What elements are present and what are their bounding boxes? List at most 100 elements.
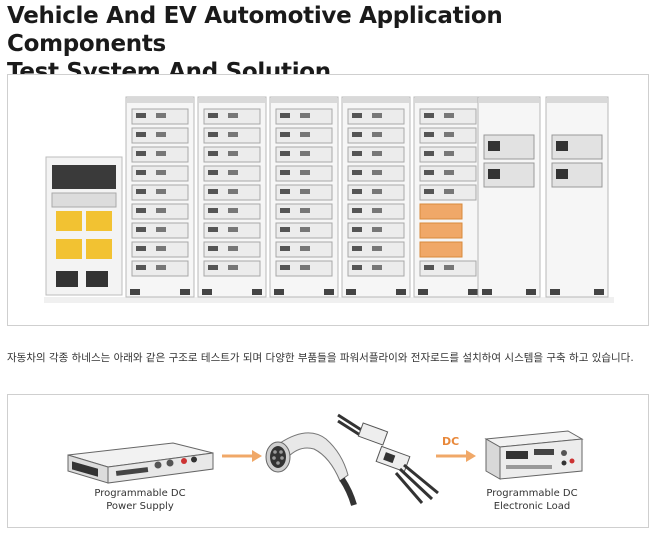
rack-unit-display	[280, 189, 290, 194]
rack-unit-display	[300, 170, 310, 175]
rack-unit-display	[352, 265, 362, 270]
rack-unit-display	[208, 208, 218, 213]
power-supply-label-line2: Power Supply	[106, 501, 174, 512]
rack-unit-display	[300, 265, 310, 270]
rack-foot	[468, 289, 478, 295]
rack-unit-display	[228, 113, 238, 118]
rack-unit-display	[300, 246, 310, 251]
rack-cabinet-top	[199, 97, 265, 103]
rack-unit-display	[352, 208, 362, 213]
rack-unit-display	[424, 151, 434, 156]
rack-unit-display	[444, 170, 454, 175]
electronic-load-label-line1: Programmable DC	[486, 488, 578, 499]
small-cabinet-module	[56, 211, 82, 231]
rack-unit-display	[424, 132, 434, 137]
rack-unit-display	[156, 170, 166, 175]
rack-unit-display	[372, 246, 382, 251]
rack-unit-display	[136, 227, 146, 232]
rack-unit-display	[444, 151, 454, 156]
rack-unit-display	[352, 189, 362, 194]
rack-unit-display	[156, 246, 166, 251]
rack-load-module	[419, 222, 463, 239]
rack-unit-display	[280, 265, 290, 270]
rack-cabinet-top	[479, 97, 539, 103]
rack-unit-display	[444, 189, 454, 194]
power-supply-label: Programmable DC Power Supply	[70, 487, 210, 513]
rack-unit-display	[208, 246, 218, 251]
rack-unit-display	[136, 170, 146, 175]
rack-unit-display	[136, 151, 146, 156]
rack-unit-display	[208, 170, 218, 175]
rack-unit-display	[444, 265, 454, 270]
rack-unit-display	[300, 113, 310, 118]
small-cabinet-panel	[51, 192, 117, 208]
rack-unit-display	[280, 132, 290, 137]
page-title-line1: Vehicle And EV Automotive Application Co…	[7, 3, 503, 57]
rack-unit-display	[372, 265, 382, 270]
small-cabinet-module	[56, 239, 82, 259]
rack-unit-display	[300, 208, 310, 213]
rack-unit-display	[156, 265, 166, 270]
rack-foot	[482, 289, 492, 295]
electronic-load-device-icon	[484, 430, 584, 480]
rack-unit-display	[372, 151, 382, 156]
small-cabinet-module	[86, 211, 112, 231]
rack-unit-display	[280, 113, 290, 118]
rack-unit-display	[136, 265, 146, 270]
small-cabinet-monitor	[52, 165, 116, 189]
rack-unit-display	[300, 227, 310, 232]
rack-foot	[418, 289, 428, 295]
rack-unit-display	[228, 189, 238, 194]
rack-unit-display	[424, 113, 434, 118]
rack-unit-display	[352, 151, 362, 156]
rack-unit-display	[352, 227, 362, 232]
rack-unit-display	[280, 246, 290, 251]
rack-unit-display	[228, 227, 238, 232]
power-supply-label-line1: Programmable DC	[94, 488, 186, 499]
flow-arrow-2	[436, 450, 476, 462]
small-cabinet-outlet	[56, 271, 78, 287]
rack-large-unit-display	[488, 141, 500, 151]
rack-unit-display	[228, 208, 238, 213]
rack-unit-display	[136, 246, 146, 251]
rack-unit-display	[228, 151, 238, 156]
rack-unit-display	[280, 151, 290, 156]
rack-unit-display	[372, 208, 382, 213]
rack-unit-display	[208, 113, 218, 118]
rack-unit-display	[136, 208, 146, 213]
rack-unit-display	[156, 132, 166, 137]
ev-connector-icon	[265, 432, 357, 506]
rack-unit-display	[300, 151, 310, 156]
rack-cabinet-top	[415, 97, 481, 103]
rack-cabinet-top	[343, 97, 409, 103]
rack-unit-display	[228, 132, 238, 137]
rack-unit-display	[156, 208, 166, 213]
rack-unit-display	[300, 132, 310, 137]
rack-cabinet	[477, 96, 541, 298]
rack-foot	[130, 289, 140, 295]
rack-load-module	[419, 203, 463, 220]
rack-large-unit-display	[556, 141, 568, 151]
small-cabinet-module	[86, 239, 112, 259]
description-text: 자동차의 각종 하네스는 아래와 같은 구조로 테스트가 되며 다양한 부품들을…	[7, 352, 634, 364]
rack-unit-display	[228, 170, 238, 175]
rack-cabinet-top	[271, 97, 337, 103]
rack-load-module	[419, 241, 463, 258]
rack-unit-display	[208, 189, 218, 194]
rack-foot	[396, 289, 406, 295]
electronic-load-label: Programmable DC Electronic Load	[462, 487, 602, 513]
rack-unit-display	[424, 265, 434, 270]
rack-unit-display	[352, 113, 362, 118]
rack-unit-display	[156, 151, 166, 156]
rack-unit-display	[156, 227, 166, 232]
test-flow-diagram: DC Programmable DC Power Supply Programm…	[7, 394, 649, 528]
rack-unit-display	[136, 132, 146, 137]
flow-diagram-graphics	[67, 413, 584, 506]
rack-foot	[594, 289, 604, 295]
test-system-photo	[7, 74, 649, 326]
rack-cabinet-top	[127, 97, 193, 103]
rack-unit-display	[372, 170, 382, 175]
rack-unit-display	[424, 189, 434, 194]
rack-unit-display	[372, 113, 382, 118]
rack-unit-display	[372, 189, 382, 194]
